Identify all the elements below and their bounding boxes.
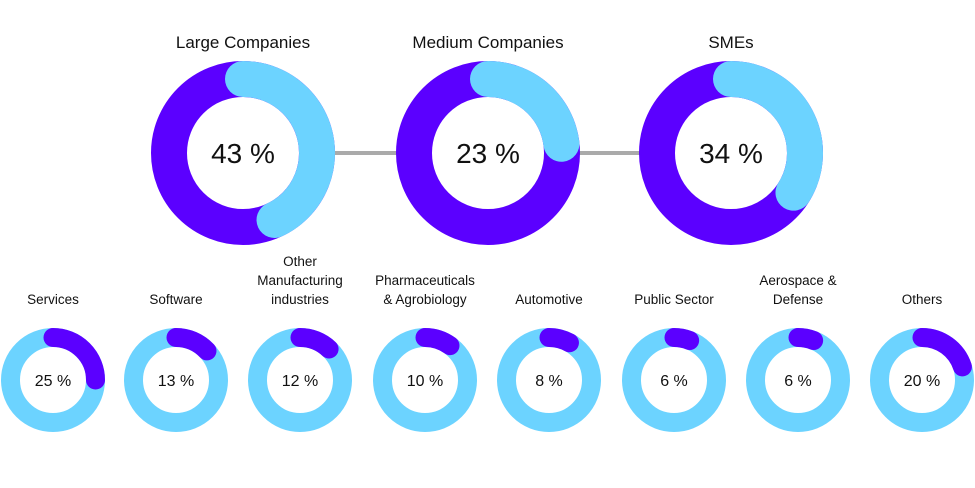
- donut-slice-software: [166, 328, 217, 361]
- value-label-others: 20 %: [904, 373, 940, 390]
- category-label-line: Services: [27, 292, 79, 307]
- donut-slice-aerospace-and-defense: [788, 327, 824, 350]
- category-label-line: Manufacturing: [257, 273, 343, 288]
- value-label-software: 13 %: [158, 373, 194, 390]
- donut-slice-large-companies: [225, 61, 335, 238]
- category-label-aerospace-and-defense: Aerospace & Defense: [759, 273, 836, 307]
- value-label-services: 25 %: [35, 373, 71, 390]
- donut-slice-pharmaceuticals-and-agrobiology: [415, 328, 460, 356]
- donut-slice-other-manufacturing-industries: [290, 328, 339, 359]
- category-label-line: Large Companies: [176, 33, 310, 52]
- value-label-smes: 34 %: [699, 138, 763, 169]
- category-label-line: Other: [283, 254, 317, 269]
- donut-slice-others: [912, 328, 972, 377]
- category-label-others: Others: [902, 292, 943, 307]
- category-label-line: Defense: [773, 292, 823, 307]
- category-label-line: Pharmaceuticals: [375, 273, 475, 288]
- category-label-line: & Agrobiology: [383, 292, 467, 307]
- category-label-pharmaceuticals-and-agrobiology: Pharmaceuticals & Agrobiology: [375, 273, 475, 307]
- value-label-medium-companies: 23 %: [456, 138, 520, 169]
- category-label-large-companies: Large Companies: [176, 33, 310, 52]
- value-label-other-manufacturing-industries: 12 %: [282, 373, 318, 390]
- donut-slice-automotive: [539, 328, 579, 353]
- category-label-automotive: Automotive: [515, 292, 583, 307]
- value-label-automotive: 8 %: [535, 373, 563, 390]
- donut-slice-services: [43, 328, 105, 390]
- category-label-public-sector: Public Sector: [634, 292, 714, 307]
- value-label-aerospace-and-defense: 6 %: [784, 373, 812, 390]
- donut-group-1: 43 % Large Companies 23 % Medium Companies 3…: [151, 33, 823, 245]
- category-label-services: Services: [27, 292, 79, 307]
- category-label-line: industries: [271, 292, 329, 307]
- category-label-software: Software: [149, 292, 202, 307]
- category-label-medium-companies: Medium Companies: [412, 33, 563, 52]
- donut-slice-smes: [713, 61, 823, 211]
- donut-slice-public-sector: [664, 327, 700, 350]
- category-label-line: Aerospace &: [759, 273, 836, 288]
- category-label-line: Software: [149, 292, 202, 307]
- category-label-line: SMEs: [708, 33, 753, 52]
- category-label-line: Medium Companies: [412, 33, 563, 52]
- value-label-public-sector: 6 %: [660, 373, 688, 390]
- category-label-line: Others: [902, 292, 943, 307]
- category-label-smes: SMEs: [708, 33, 753, 52]
- value-label-large-companies: 43 %: [211, 138, 275, 169]
- category-label-line: Public Sector: [634, 292, 714, 307]
- donut-slice-medium-companies: [470, 61, 580, 162]
- value-label-pharmaceuticals-and-agrobiology: 10 %: [407, 373, 443, 390]
- category-label-line: Automotive: [515, 292, 583, 307]
